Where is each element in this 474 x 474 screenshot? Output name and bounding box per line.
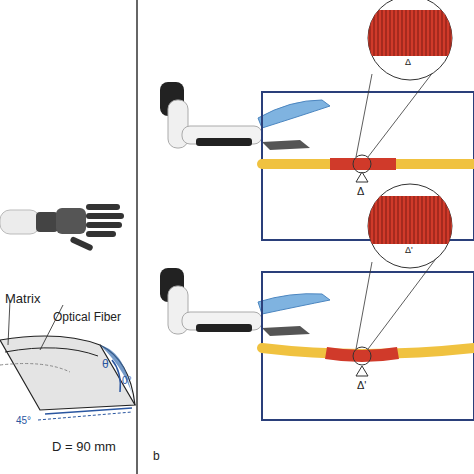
sensing-segment — [326, 353, 398, 356]
coil-turn — [434, 196, 435, 244]
coil-turn — [390, 196, 391, 244]
coil-turn — [450, 10, 451, 56]
coil-turn — [378, 196, 379, 244]
coil-turn — [398, 196, 399, 244]
coil-turn — [426, 10, 427, 56]
coil-turn — [418, 10, 419, 56]
coil-turn — [450, 196, 451, 244]
coil-turn — [386, 196, 387, 244]
angle-value: 45° — [16, 416, 31, 426]
coil-turn — [426, 196, 427, 244]
coil-turn — [446, 10, 447, 56]
panel-divider — [136, 0, 138, 474]
sensing-segment — [330, 158, 396, 170]
coil-inset — [368, 0, 452, 80]
coil-turn — [410, 196, 411, 244]
coil-turn — [438, 10, 439, 56]
coil-turn — [422, 196, 423, 244]
coil-turn — [430, 10, 431, 56]
coil-turn — [390, 10, 391, 56]
displacement-symbol: Δ' — [357, 380, 366, 391]
panel-letter: b — [153, 450, 160, 462]
coil-turn — [378, 10, 379, 56]
matrix-cylinder — [0, 300, 135, 420]
coil-turn — [382, 196, 383, 244]
coil-turn — [386, 10, 387, 56]
coil-turn — [374, 196, 375, 244]
coil-turn — [370, 196, 371, 244]
zoom-box — [262, 272, 474, 420]
support-triangle — [356, 172, 368, 182]
part-name: Optical Fiber — [53, 311, 121, 323]
coil-turn — [394, 196, 395, 244]
coil-turn — [406, 10, 407, 56]
displacement-symbol: Δ — [405, 58, 411, 67]
coil-turn — [370, 10, 371, 56]
optical-fiber — [262, 159, 474, 169]
angle-symbol: θ — [102, 358, 109, 370]
coil-inset — [368, 184, 452, 268]
coil-turn — [422, 10, 423, 56]
coil-turn — [402, 196, 403, 244]
dimension: D = 90 mm — [52, 440, 116, 453]
zoom-spot — [353, 347, 371, 365]
coil-turn — [382, 10, 383, 56]
robot-hand — [0, 204, 124, 252]
coil-turn — [398, 10, 399, 56]
coil-turn — [410, 10, 411, 56]
coil-turn — [418, 196, 419, 244]
displacement-symbol: Δ — [357, 186, 364, 197]
coil-turn — [438, 196, 439, 244]
coil-turn — [442, 10, 443, 56]
angle-value: 0° — [122, 376, 132, 386]
support-triangle — [356, 366, 368, 376]
coil-turn — [446, 196, 447, 244]
coil-turn — [434, 10, 435, 56]
coil-turn — [374, 10, 375, 56]
coil-turn — [394, 10, 395, 56]
coil-turn — [442, 196, 443, 244]
leader-line — [356, 74, 372, 157]
part-name: Matrix — [5, 292, 40, 305]
coil-turn — [430, 196, 431, 244]
coil-turn — [406, 196, 407, 244]
displacement-symbol: Δ' — [405, 246, 413, 255]
coil-turn — [414, 10, 415, 56]
zoom-spot — [353, 155, 371, 173]
leader-line — [356, 262, 372, 349]
coil-turn — [414, 196, 415, 244]
coil-turn — [402, 10, 403, 56]
exoskeleton-arm-bottom — [160, 268, 330, 336]
